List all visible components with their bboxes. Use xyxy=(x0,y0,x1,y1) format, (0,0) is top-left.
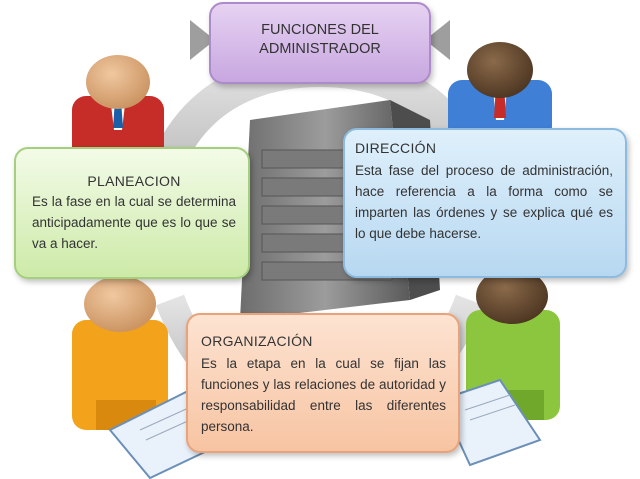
organizacion-box: ORGANIZACIÓN Es la etapa en la cual se f… xyxy=(186,313,460,453)
direccion-title: DIRECCIÓN xyxy=(355,140,437,156)
direccion-text: Esta fase del proceso de administración,… xyxy=(355,163,613,241)
diagram-title-line1: FUNCIONES DEL xyxy=(261,22,379,38)
arrow-icon xyxy=(190,20,215,60)
planeacion-text: Es la fase en la cual se determina antic… xyxy=(32,194,236,251)
organizacion-title: ORGANIZACIÓN xyxy=(201,333,313,349)
planeacion-title: PLANEACION xyxy=(87,173,181,189)
arrow-icon xyxy=(425,20,450,60)
person-icon xyxy=(448,42,552,140)
diagram-title-box: FUNCIONES DEL ADMINISTRADOR xyxy=(209,2,431,84)
direccion-box: DIRECCIÓN Esta fase del proceso de admin… xyxy=(343,128,627,278)
person-icon xyxy=(72,276,168,430)
planeacion-box: PLANEACION Es la fase en la cual se dete… xyxy=(14,147,250,279)
diagram-title-line2: ADMINISTRADOR xyxy=(259,41,381,57)
organizacion-text: Es la etapa en la cual se fijan las func… xyxy=(201,356,446,434)
document-icon xyxy=(438,378,542,467)
